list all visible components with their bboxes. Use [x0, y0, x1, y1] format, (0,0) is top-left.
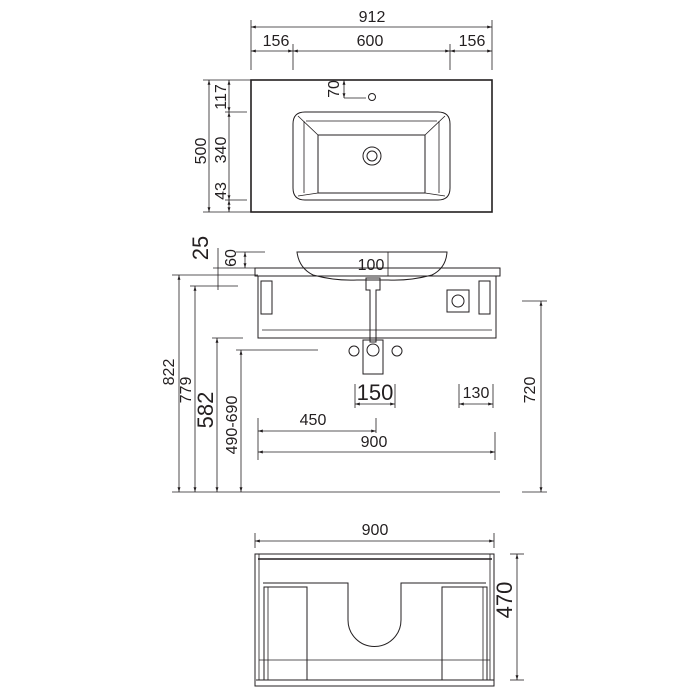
- dim-130: 130: [463, 385, 490, 402]
- valve-left-icon: [348, 345, 360, 357]
- drain-icon: [362, 146, 382, 166]
- trap-outlet: [366, 343, 380, 357]
- faucet-hole-icon: [368, 93, 376, 101]
- siphon-trap: [362, 339, 384, 375]
- dim-490-690: 490-690: [224, 396, 241, 455]
- dim-912: 912: [359, 9, 386, 26]
- dim-720: 720: [522, 377, 539, 404]
- dim-150: 150: [357, 380, 394, 405]
- top-view: 912 156 600 156 70 500 117 340 43: [193, 9, 493, 213]
- socket-icon: [446, 289, 470, 313]
- dim-822: 822: [161, 359, 178, 386]
- dim-779: 779: [178, 377, 195, 404]
- bracket-left: [260, 280, 273, 315]
- dim-25: 25: [188, 236, 213, 260]
- dim-117: 117: [213, 84, 230, 110]
- dim-43: 43: [213, 182, 230, 200]
- socket-inner: [451, 294, 465, 308]
- cabinet-outline: [254, 553, 495, 687]
- basin-inner: [317, 134, 426, 194]
- dim-340: 340: [213, 137, 230, 164]
- dim-500: 500: [193, 138, 210, 165]
- dim-900-side: 900: [361, 434, 388, 451]
- countertop-outline: [250, 79, 493, 213]
- basin-bevels: [297, 115, 446, 197]
- drain-pipe: [365, 277, 381, 343]
- dim-60: 60: [223, 249, 240, 267]
- dim-100: 100: [358, 257, 385, 274]
- dim-156-right: 156: [459, 33, 486, 50]
- drawer-u-cutout: [263, 582, 486, 647]
- dim-70: 70: [326, 80, 343, 98]
- drawer-right: [441, 586, 488, 681]
- valve-right-icon: [391, 345, 403, 357]
- drawer-left: [263, 586, 308, 681]
- dim-470: 470: [492, 582, 517, 619]
- dim-900-plan: 900: [362, 522, 389, 539]
- basin-outer: [292, 111, 451, 201]
- drain-inner: [366, 150, 378, 162]
- basin-profile: [296, 251, 448, 281]
- cabinet-profile: [257, 275, 497, 339]
- dim-582: 582: [193, 392, 218, 429]
- cabinet-plan-view: 900 470: [254, 522, 524, 687]
- bracket-right: [478, 280, 491, 315]
- dim-156-left: 156: [263, 33, 290, 50]
- side-view: 25 60 100 822 779 582 490-690 150 130 45…: [161, 236, 547, 493]
- dim-600: 600: [357, 33, 384, 50]
- dim-450: 450: [300, 412, 327, 429]
